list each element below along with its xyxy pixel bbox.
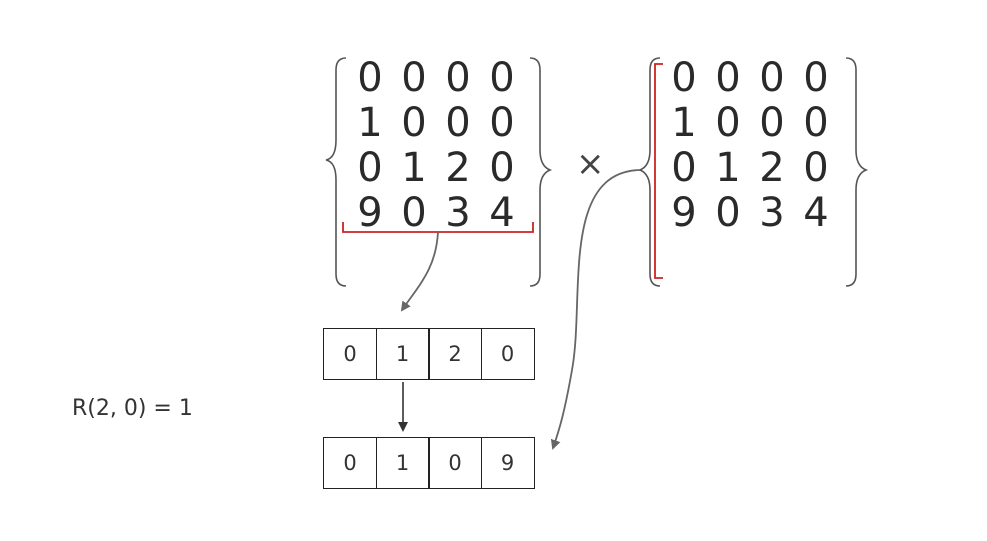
vector-cell: 0 — [428, 437, 482, 489]
matrix-cell: 1 — [401, 145, 427, 191]
matrix-cell: 2 — [445, 145, 471, 191]
right-matrix-close-brace — [845, 57, 869, 287]
matrix-cell: 1 — [671, 100, 697, 146]
matrix-cell: 1 — [715, 145, 741, 191]
matrix-cell: 0 — [715, 190, 741, 236]
matrix-cell: 9 — [671, 190, 697, 236]
matrix-cell: 9 — [357, 190, 383, 236]
left-matrix-close-brace — [529, 57, 553, 287]
left-matrix-open-brace — [325, 57, 347, 287]
matrix-cell: 0 — [489, 100, 515, 146]
matrix-cell: 0 — [357, 145, 383, 191]
matrix-cell: 0 — [671, 55, 697, 101]
formula-label: R(2, 0) = 1 — [72, 396, 193, 421]
matrix-cell: 0 — [759, 100, 785, 146]
column-to-vector-arrow — [550, 169, 641, 450]
matrix-cell: 0 — [671, 145, 697, 191]
column-highlight-bracket — [654, 63, 663, 279]
matrix-cell: 2 — [759, 145, 785, 191]
matrix-cell: 0 — [489, 145, 515, 191]
matrix-cell: 0 — [401, 55, 427, 101]
row-to-vector-arrow — [400, 231, 439, 312]
matrix-cell: 4 — [803, 190, 829, 236]
vector-cell: 0 — [480, 328, 535, 380]
matrix-cell: 3 — [759, 190, 785, 236]
vector-cell: 2 — [428, 328, 482, 380]
matrix-cell: 0 — [803, 100, 829, 146]
matrix-cell: 0 — [803, 55, 829, 101]
matrix-cell: 0 — [803, 145, 829, 191]
matrix-cell: 0 — [445, 100, 471, 146]
vector-cell: 0 — [323, 437, 377, 489]
right-matrix-open-brace — [637, 57, 661, 287]
matrix-cell: 4 — [489, 190, 515, 236]
vector-cell: 0 — [323, 328, 377, 380]
vector-cell: 9 — [480, 437, 535, 489]
matrix-cell: 0 — [357, 55, 383, 101]
matrix-cell: 0 — [401, 190, 427, 236]
vector-cell: 1 — [375, 328, 430, 380]
matrix-cell: 0 — [715, 55, 741, 101]
multiplication-operator: × — [576, 144, 605, 184]
vector-cell: 1 — [375, 437, 430, 489]
matrix-cell: 0 — [445, 55, 471, 101]
matrix-cell: 0 — [401, 100, 427, 146]
matrix-cell: 1 — [357, 100, 383, 146]
matrix-cell: 0 — [715, 100, 741, 146]
matrix-cell: 0 — [489, 55, 515, 101]
matrix-cell: 0 — [759, 55, 785, 101]
matrix-cell: 3 — [445, 190, 471, 236]
